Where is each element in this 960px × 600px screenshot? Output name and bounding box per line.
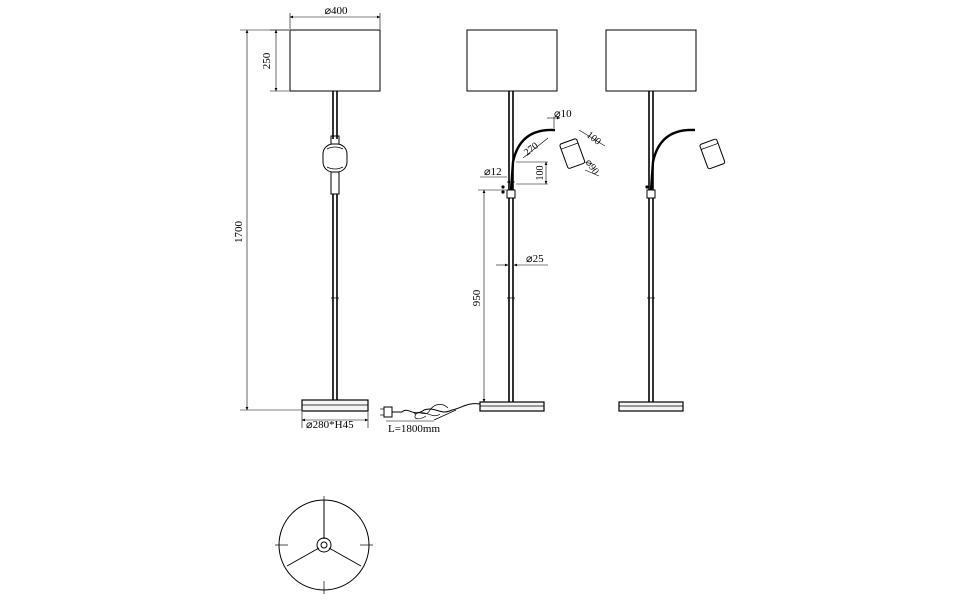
lamp-side-view-plain — [605, 29, 726, 412]
pole-socket — [316, 537, 332, 553]
lamp-front-view: ⌀400 250 1700 ⌀280*H45 — [233, 5, 381, 431]
arm-label: 270 — [522, 140, 541, 158]
dim-head-length: 100 — [578, 130, 606, 148]
plug — [383, 406, 393, 418]
total-height-label: 1700 — [233, 221, 245, 244]
pole-diameter-label: ⌀25 — [526, 253, 544, 265]
dim-switch-offset: 100 — [516, 161, 548, 185]
dim-base: ⌀280*H45 — [301, 412, 369, 431]
head-length-label: 100 — [584, 130, 603, 148]
dim-arm: 270 — [522, 137, 549, 158]
switch-housing — [646, 189, 656, 199]
switch-height-label: 950 — [471, 289, 483, 306]
base-label: ⌀280*H45 — [306, 419, 354, 431]
shade-outline — [289, 29, 381, 92]
head-shade-label: ⌀90 — [583, 157, 601, 176]
base — [479, 401, 545, 412]
switch-buttons — [645, 185, 654, 189]
dim-shade-height: 250 — [261, 29, 289, 92]
head-diameter-label: ⌀10 — [554, 108, 572, 120]
shade-diameter-label: ⌀400 — [324, 5, 348, 17]
switch-housing — [330, 171, 340, 195]
lamp-side-view: ⌀10 100 270 ⌀90 ⌀12 100 — [380, 29, 606, 435]
reading-head-front — [322, 143, 348, 173]
shade-outline — [605, 29, 697, 92]
reading-head-side — [559, 138, 586, 169]
base — [618, 401, 684, 412]
base-top-view — [275, 496, 373, 594]
reading-arm — [649, 128, 696, 191]
reading-head-side — [699, 138, 726, 170]
dim-pole-diameter: ⌀25 — [496, 253, 548, 267]
dim-total-height: 1700 — [233, 29, 301, 411]
switch-buttons — [501, 185, 505, 194]
switch-diameter-label: ⌀12 — [484, 166, 502, 178]
dim-shade-diameter: ⌀400 — [289, 5, 381, 29]
dim-head-shade: ⌀90 — [583, 157, 601, 176]
switch-offset-label: 100 — [535, 166, 546, 181]
base — [301, 399, 369, 412]
dim-head-diameter: ⌀10 — [547, 108, 572, 128]
reading-arm — [509, 128, 556, 191]
shade-outline — [466, 29, 558, 92]
dim-switch-diameter: ⌀12 — [480, 166, 515, 184]
dim-switch-height: 950 — [471, 189, 506, 403]
switch-housing — [506, 189, 516, 199]
shade-height-label: 250 — [261, 52, 273, 69]
power-cable: L=1800mm — [380, 403, 481, 435]
cable-length-label: L=1800mm — [388, 423, 440, 435]
